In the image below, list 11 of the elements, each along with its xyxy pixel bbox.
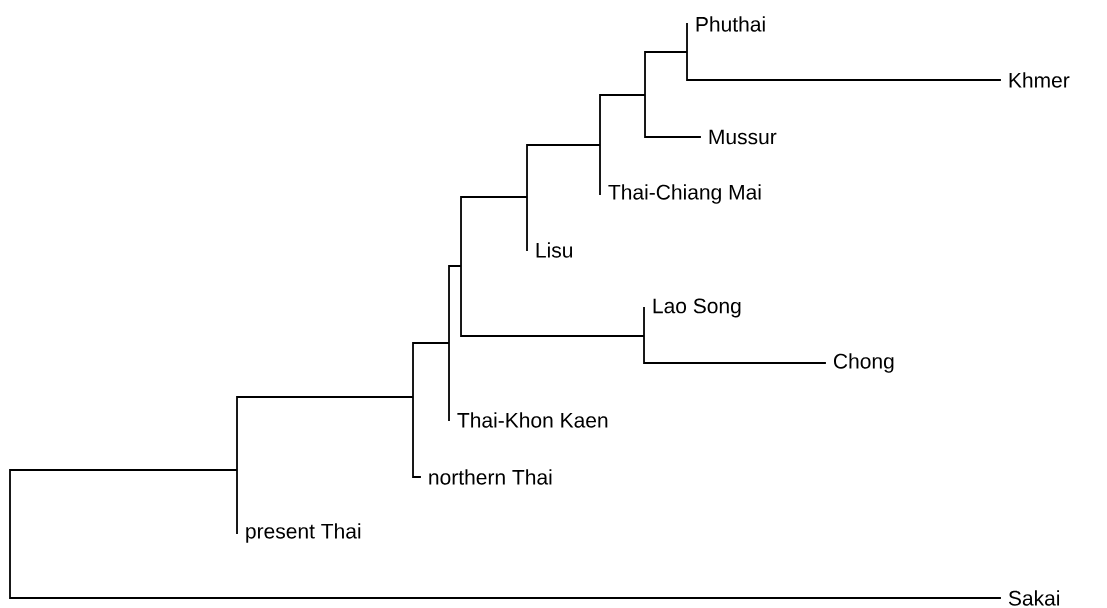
leaf-label: Mussur (709, 129, 777, 145)
leaf-label: Sakai (1008, 590, 1059, 606)
leaf-label: present Thai (246, 523, 361, 543)
leaf-label: Lisu (536, 242, 573, 258)
leaf-label: Phuthai (696, 16, 765, 32)
leaf-label: Thai-Chiang Mai (608, 184, 761, 204)
leaf-label: Khmer (1009, 72, 1070, 88)
leaf-label: Thai-Khon Kaen (457, 412, 608, 428)
leaf-label: Lao Song (653, 298, 741, 318)
leaf-label: Chong (834, 353, 894, 373)
leaf-label: northern Thai (429, 469, 552, 485)
